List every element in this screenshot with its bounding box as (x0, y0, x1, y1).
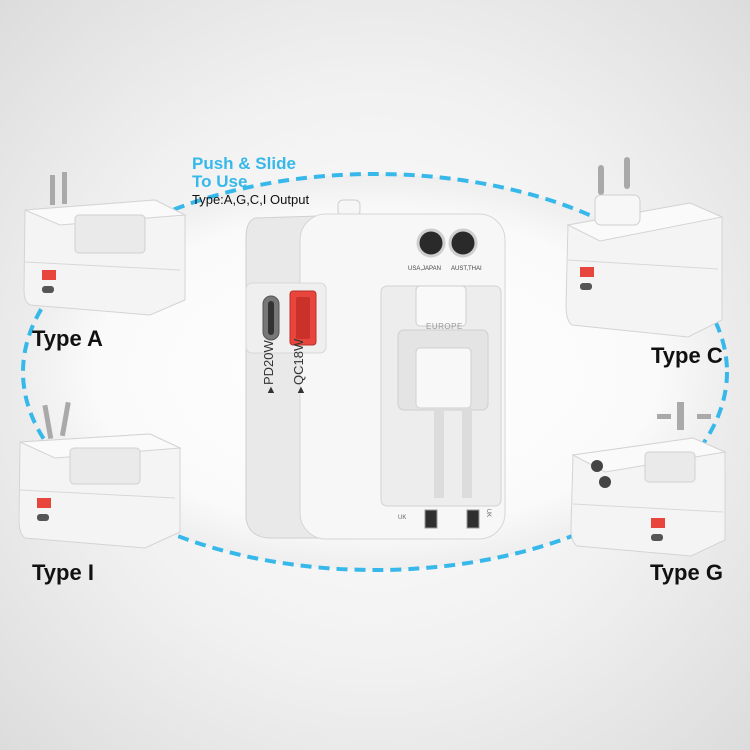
svg-text:▲: ▲ (266, 384, 277, 396)
caption-line-2: To Use (192, 172, 248, 191)
socket-label-left: USA,JAPAN (408, 266, 441, 272)
caption-line-1: Push & Slide (192, 154, 296, 173)
main-adapter: ▲ ▲ (238, 198, 518, 543)
type-g-adapter (565, 400, 735, 560)
type-c-adapter (560, 155, 735, 340)
qc-port-label: QC18W (291, 338, 306, 385)
uk-label-right: UK (485, 508, 492, 518)
uk-label-left: UK (398, 515, 407, 521)
slider-label: EUROPE (426, 322, 463, 331)
socket-label-right: AUST,THAI (451, 266, 482, 272)
type-a-label: Type A (32, 326, 103, 351)
instruction-caption: Push & Slide To Use Type:A,G,C,I Output (192, 155, 309, 206)
type-g-label: Type G (650, 560, 723, 585)
type-c-label: Type C (651, 343, 723, 368)
type-i-adapter (15, 400, 190, 550)
caption-line-3: Type:A,G,C,I Output (192, 192, 310, 207)
type-i-label: Type I (32, 560, 94, 585)
type-a-adapter (20, 170, 195, 320)
svg-text:▲: ▲ (296, 384, 307, 396)
pd-port-label: PD20W (261, 340, 276, 385)
